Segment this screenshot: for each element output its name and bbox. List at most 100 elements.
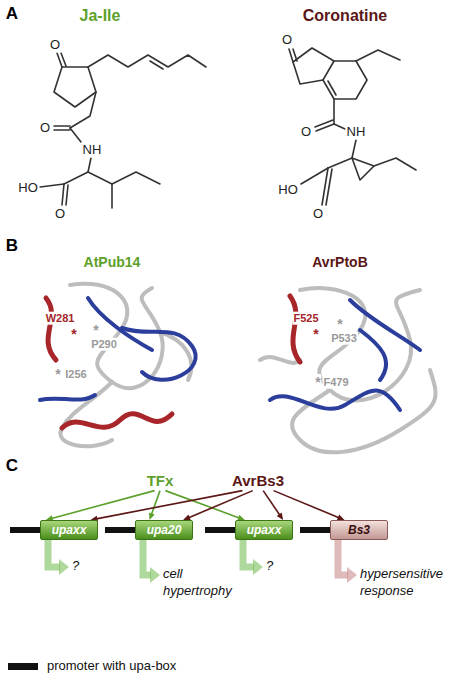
connector-line bbox=[52, 491, 155, 519]
arrow-head bbox=[347, 567, 357, 583]
drawing-polygon bbox=[323, 61, 367, 99]
drawing-line bbox=[315, 120, 333, 127]
node-text: cell hypertrophy bbox=[163, 566, 243, 600]
gene-box: upaxx bbox=[40, 520, 98, 540]
figure-label: O bbox=[39, 121, 51, 136]
arrow-head bbox=[253, 559, 263, 575]
drawing-line bbox=[352, 140, 356, 158]
figure-label: O bbox=[49, 38, 61, 53]
figure-label: A bbox=[5, 4, 19, 24]
phenotype-label: cell hypertrophy bbox=[163, 566, 243, 600]
connector-line bbox=[143, 540, 151, 575]
drawing-line bbox=[328, 81, 336, 95]
arrow-head bbox=[59, 559, 69, 575]
drawing-path bbox=[62, 414, 172, 428]
drawing-polyline bbox=[88, 172, 160, 184]
drawing-line bbox=[289, 49, 293, 62]
node-text: AvrBs3 bbox=[232, 472, 284, 489]
figure-label: F525 bbox=[292, 312, 319, 325]
drawing-polyline bbox=[70, 92, 96, 128]
phenotype-label: ? bbox=[266, 558, 273, 575]
connector-line bbox=[48, 540, 60, 567]
drawing-line bbox=[61, 53, 66, 66]
gene-box: upaxx bbox=[235, 520, 293, 540]
connector bbox=[274, 491, 345, 520]
connector-line bbox=[165, 491, 239, 518]
drawing-polyline bbox=[88, 55, 206, 67]
phenotype-label: ? bbox=[72, 558, 79, 575]
node-text: ? bbox=[72, 558, 79, 575]
node-text: upaxx bbox=[247, 521, 282, 539]
drawing-path bbox=[270, 391, 400, 410]
phenotype-label: hypersensitive response bbox=[360, 566, 460, 600]
figure-label: B bbox=[5, 236, 19, 256]
drawing-line bbox=[301, 168, 328, 184]
drawing-line bbox=[150, 61, 163, 69]
connector-line bbox=[243, 540, 254, 567]
drawing-line bbox=[326, 169, 332, 205]
connector-line bbox=[338, 540, 348, 575]
figure-label: O bbox=[312, 207, 324, 222]
figure-label: O bbox=[281, 33, 293, 48]
connector-line bbox=[152, 491, 160, 515]
connector-line bbox=[274, 491, 339, 518]
node-text: upa20 bbox=[147, 521, 182, 539]
arrow-head bbox=[149, 512, 155, 520]
drawing-path bbox=[300, 288, 420, 400]
drawing-path bbox=[122, 328, 196, 380]
drawing-line bbox=[70, 128, 81, 142]
drawing-line bbox=[328, 158, 352, 168]
coronatine-structure bbox=[289, 48, 416, 205]
drawing-rect bbox=[205, 527, 235, 533]
node-text: TFx bbox=[147, 472, 174, 489]
legend-swatch bbox=[8, 663, 38, 670]
drawing-polygon bbox=[352, 158, 374, 180]
atpub14-ribbon bbox=[40, 284, 196, 447]
drawing-polygon bbox=[54, 67, 96, 107]
drawing-path bbox=[260, 357, 300, 363]
figure-label: AtPub14 bbox=[83, 254, 142, 270]
arrow-head bbox=[150, 567, 160, 583]
figure-label: F479 bbox=[322, 376, 349, 389]
drawing-line bbox=[54, 125, 70, 127]
drawing-path bbox=[292, 370, 436, 452]
ja-ile-structure bbox=[40, 53, 206, 208]
gene-box: upa20 bbox=[135, 520, 193, 540]
figure-label: W281 bbox=[45, 312, 76, 325]
connector bbox=[143, 540, 160, 583]
gene-box: Bs3 bbox=[330, 520, 388, 540]
figure-label: C bbox=[5, 456, 19, 476]
figure-label: HO bbox=[17, 181, 39, 196]
drawing-line bbox=[66, 185, 68, 205]
drawing-line bbox=[40, 184, 64, 187]
figure-label: * bbox=[312, 326, 319, 342]
drawing-line bbox=[54, 129, 70, 131]
figure-label: I256 bbox=[64, 368, 87, 381]
figure-label: * bbox=[54, 366, 61, 382]
drawing-line bbox=[64, 172, 88, 184]
connector bbox=[183, 491, 253, 520]
drawing-rect bbox=[300, 527, 330, 533]
connector bbox=[263, 491, 283, 520]
drawing-path bbox=[46, 298, 56, 360]
connector bbox=[243, 540, 263, 575]
drawing-path bbox=[60, 382, 112, 446]
drawing-line bbox=[88, 158, 91, 172]
regulator-label: AvrBs3 bbox=[232, 472, 284, 489]
connector bbox=[165, 491, 245, 521]
figure-label: NH bbox=[82, 143, 103, 158]
node-text: upaxx bbox=[52, 521, 87, 539]
figure-label: NH bbox=[346, 125, 367, 140]
figure-label: Coronatine bbox=[302, 7, 388, 25]
connector-line bbox=[189, 491, 253, 518]
drawing-polyline bbox=[374, 158, 416, 170]
figure-label: O bbox=[54, 207, 66, 222]
figure-label: AvrPtoB bbox=[311, 254, 369, 270]
figure-label: * bbox=[92, 322, 99, 338]
drawing-line bbox=[334, 124, 345, 129]
drawing-rect bbox=[10, 527, 40, 533]
drawing-path bbox=[40, 395, 95, 400]
node-text: ? bbox=[266, 558, 273, 575]
avrptob-ribbon bbox=[260, 288, 436, 452]
drawing-polyline bbox=[293, 48, 334, 84]
